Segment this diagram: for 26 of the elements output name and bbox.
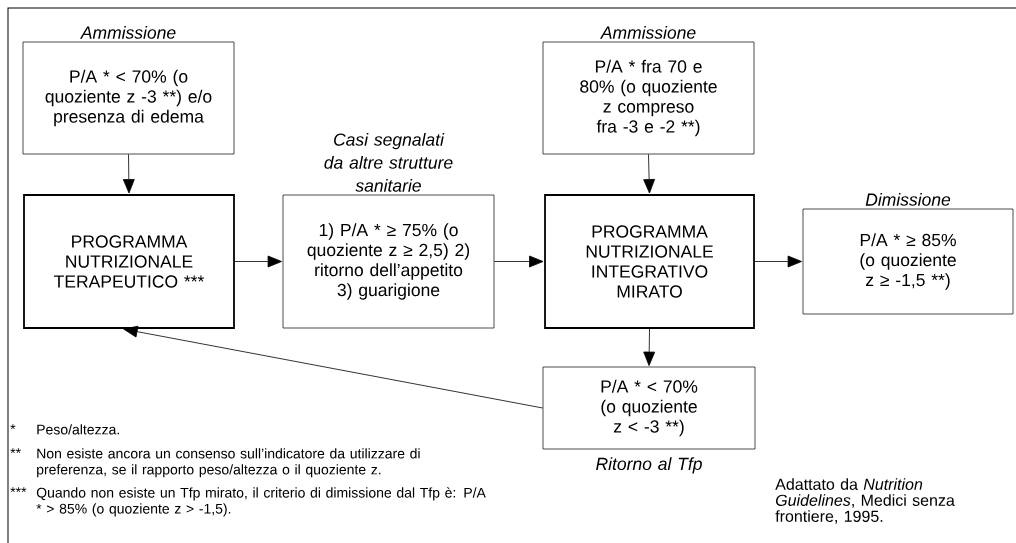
criteria-box: P/A * < 70% (o quoziente z -3 **) e/o presenza di edema xyxy=(22,41,235,155)
criteria-box: 1) P/A * ≥ 75% (o quoziente z ≥ 2,5) 2) ritorno dell’appetito 3) guarigione xyxy=(282,194,495,329)
footnote-text: Quando non esiste un Tfp mirato, il criterio di dimissione dal Tfp è: P/A * > 85% (o quoziente z > -1,5). xyxy=(36,487,486,517)
footnote-marker: *** xyxy=(10,487,27,493)
footnote-marker: * xyxy=(10,424,16,430)
arrow xyxy=(643,328,656,366)
criteria-box: P/A * ≥ 85% (o quoziente z ≥ -1,5 **) xyxy=(802,208,1014,315)
box-caption: Ritorno al Tfp xyxy=(596,457,702,474)
arrow xyxy=(234,255,282,268)
footnote-marker: ** xyxy=(10,448,21,454)
criteria-box: P/A * < 70% (o quoziente z < -3 **) xyxy=(542,366,756,450)
box-caption: Casi segnalati da altre strutture sanitarie xyxy=(324,132,453,192)
arrow xyxy=(123,325,544,409)
arrow xyxy=(754,255,802,268)
arrow xyxy=(493,255,544,268)
box-caption: Dimissione xyxy=(865,192,951,206)
program-box: PROGRAMMA NUTRIZIONALE TERAPEUTICO *** xyxy=(23,194,235,329)
source-note: Adattato da Nutrition Guidelines, Medici senza frontiere, 1995. xyxy=(775,478,955,524)
box-caption: Ammissione xyxy=(80,25,176,39)
footnote-text: Peso/altezza. xyxy=(37,424,119,435)
criteria-box: P/A * fra 70 e 80% (o quoziente z compreso fra -3 e -2 **) xyxy=(542,41,755,155)
program-box: PROGRAMMA NUTRIZIONALE INTEGRATIVO MIRATO xyxy=(544,194,755,329)
arrow xyxy=(643,153,656,194)
arrow xyxy=(122,153,135,194)
box-caption: Ammissione xyxy=(600,25,696,39)
footnote-text: Non esiste ancora un consenso sull’indicatore da utilizzare di preferenza, se il rapporto peso/altezza o il quoziente z. xyxy=(37,448,420,478)
